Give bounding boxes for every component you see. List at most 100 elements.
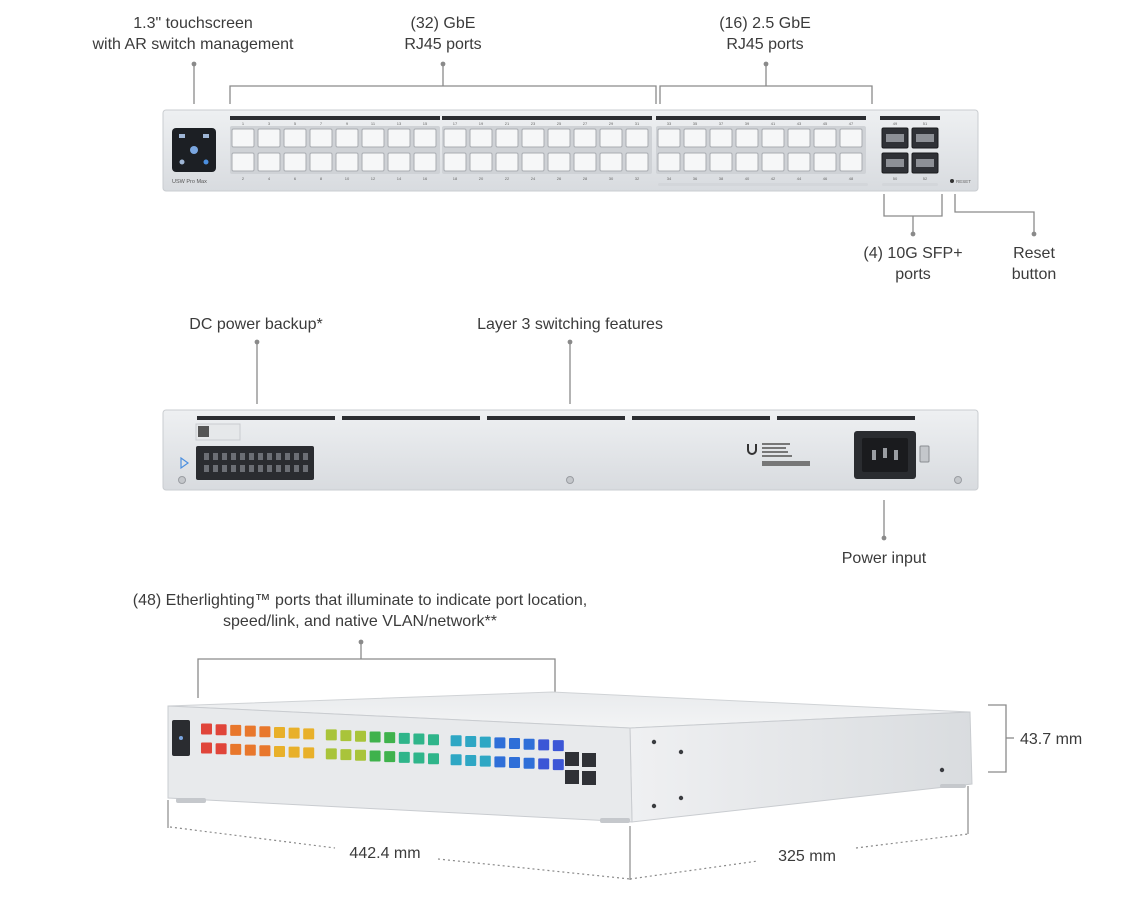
port-number-label: 35: [693, 121, 698, 126]
rj45-port: [625, 128, 649, 148]
sfp-number-label: 49: [893, 121, 898, 126]
port-number-label: 5: [294, 121, 297, 126]
sfp-ports-label: (4) 10G SFP+ ports: [863, 245, 963, 283]
model-text: USW Pro Max: [172, 179, 207, 185]
port-number-label: 15: [423, 121, 428, 126]
port-number-label: 42: [771, 176, 776, 181]
etherlighting-port: [274, 726, 285, 738]
etherlighting-port: [538, 739, 550, 751]
rj45-port: [257, 128, 281, 148]
reset-text: RESET: [956, 179, 971, 184]
rj45-port: [761, 152, 785, 172]
rj45-port: [335, 152, 359, 172]
power-input-label: Power input: [841, 550, 927, 567]
sfp-number-label: 50: [893, 176, 898, 181]
etherlighting-port: [230, 743, 242, 755]
port-number-label: 13: [397, 121, 402, 126]
etherlighting-port: [325, 729, 337, 741]
rj45-port: [547, 152, 571, 172]
port-number-label: 48: [849, 176, 854, 181]
port-number-label: 8: [320, 176, 323, 181]
front-port-grid: 1234567891011121314151617181920212223242…: [230, 116, 868, 186]
rj45-port: [521, 152, 545, 172]
etherlighting-port: [465, 754, 477, 766]
rj45-port: [839, 128, 863, 148]
rj45-port: [413, 128, 437, 148]
rj45-port: [657, 152, 681, 172]
port-number-label: 27: [583, 121, 588, 126]
port-number-label: 43: [797, 121, 802, 126]
rj45-port: [761, 128, 785, 148]
port-number-label: 22: [505, 176, 510, 181]
etherlighting-port: [465, 735, 477, 747]
etherlighting-port: [303, 747, 315, 759]
port-number-label: 31: [635, 121, 640, 126]
port-number-label: 19: [479, 121, 484, 126]
port-number-label: 37: [719, 121, 724, 126]
rj45-port: [599, 128, 623, 148]
rj45-port: [443, 128, 467, 148]
port-number-label: 2: [242, 176, 245, 181]
port-number-label: 26: [557, 176, 562, 181]
port-number-label: 41: [771, 121, 776, 126]
port-number-label: 46: [823, 176, 828, 181]
front-panel: USW Pro Max 1234567891011121314151617181…: [162, 109, 979, 192]
etherlighting-port: [201, 723, 212, 735]
port-number-label: 7: [320, 121, 323, 126]
etherlighting-port: [369, 750, 381, 762]
port-number-label: 25: [557, 121, 562, 126]
port-number-label: 23: [531, 121, 536, 126]
rj45-port: [231, 128, 255, 148]
port-number-label: 14: [397, 176, 402, 181]
etherlighting-label: (48) Etherlighting™ ports that illuminat…: [132, 592, 588, 630]
etherlighting-port: [369, 731, 381, 743]
etherlighting-port: [398, 751, 410, 763]
switch-angled: [167, 691, 973, 823]
height-dimension-label: 43.7 mm: [1020, 731, 1083, 748]
etherlighting-port: [325, 748, 337, 760]
rj45-port: [625, 152, 649, 172]
rj45-port: [231, 152, 255, 172]
rj45-port: [361, 152, 385, 172]
port-number-label: 33: [667, 121, 672, 126]
rj45-port: [683, 152, 707, 172]
etherlighting-port: [288, 746, 300, 758]
port-number-label: 40: [745, 176, 750, 181]
rj45-port: [521, 128, 545, 148]
rj45-port: [469, 128, 493, 148]
rj45-port: [813, 128, 837, 148]
rj45-port: [309, 152, 333, 172]
dc-power-connector: [196, 446, 314, 480]
port-number-label: 10: [345, 176, 350, 181]
rj45-port: [787, 152, 811, 172]
dc-arrow-icon: [180, 456, 190, 470]
etherlighting-port: [538, 758, 550, 770]
etherlighting-port: [509, 738, 520, 750]
screw-icon: [954, 476, 962, 484]
front-callouts: [191, 61, 1037, 237]
port-number-label: 38: [719, 176, 724, 181]
etherlighting-port: [450, 754, 462, 766]
rear-callouts: [254, 339, 887, 541]
mgig-ports-label: (16) 2.5 GbE RJ45 ports: [719, 15, 811, 53]
port-number-label: 36: [693, 176, 698, 181]
etherlighting-port: [303, 728, 315, 740]
rj45-port: [813, 152, 837, 172]
port-number-label: 18: [453, 176, 458, 181]
etherlighting-port: [215, 743, 227, 755]
rj45-port: [495, 152, 519, 172]
touchscreen-label: 1.3" touchscreen with AR switch manageme…: [92, 15, 294, 53]
etherlighting-port: [479, 755, 491, 767]
port-number-label: 47: [849, 121, 854, 126]
etherlighting-port: [384, 751, 396, 763]
port-number-label: 34: [667, 176, 672, 181]
etherlighting-port: [479, 736, 491, 748]
ubiquiti-logo-icon: [747, 444, 757, 455]
port-number-label: 21: [505, 121, 510, 126]
etherlighting-port: [398, 732, 410, 744]
rj45-port: [709, 152, 733, 172]
port-number-label: 11: [371, 121, 376, 126]
port-number-label: 32: [635, 176, 640, 181]
